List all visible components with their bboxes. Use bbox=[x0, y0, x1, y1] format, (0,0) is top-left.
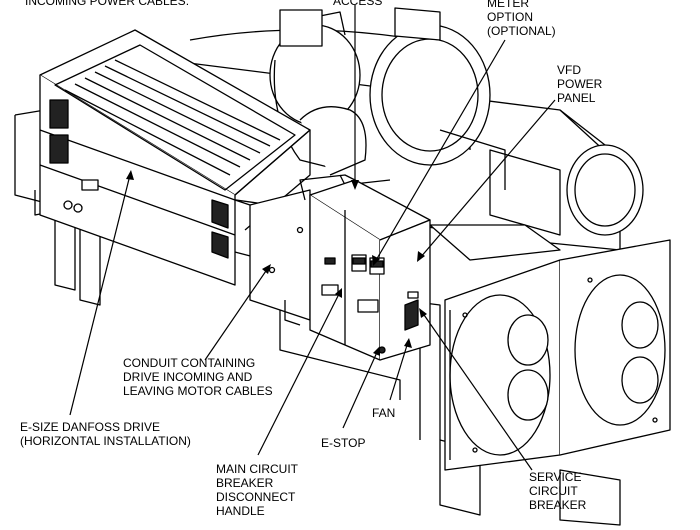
arrowheads bbox=[126, 170, 427, 356]
vfd-power-panel bbox=[299, 174, 431, 361]
label-meter-option: METER OPTION (OPTIONAL) bbox=[487, 0, 556, 38]
leader-lines bbox=[69, 5, 556, 471]
label-service-breaker: SERVICE CIRCUIT BREAKER bbox=[529, 470, 587, 512]
label-incoming-power-cables: INCOMING POWER CABLES. bbox=[25, 0, 190, 8]
tube-sheets bbox=[444, 239, 671, 471]
label-fan: FAN bbox=[372, 406, 396, 420]
label-access: ACCESS bbox=[333, 0, 383, 8]
label-e-size-drive: E-SIZE DANFOSS DRIVE (HORIZONTAL INSTALL… bbox=[20, 420, 191, 448]
label-conduit: CONDUIT CONTAINING DRIVE INCOMING AND LE… bbox=[123, 356, 273, 398]
label-vfd-power-panel: VFD POWER PANEL bbox=[557, 63, 603, 105]
conduit-cabinet bbox=[234, 189, 311, 326]
e-size-drive bbox=[39, 29, 311, 286]
label-main-breaker: MAIN CIRCUIT BREAKER DISCONNECT HANDLE bbox=[216, 462, 298, 518]
label-e-stop: E-STOP bbox=[321, 436, 366, 450]
